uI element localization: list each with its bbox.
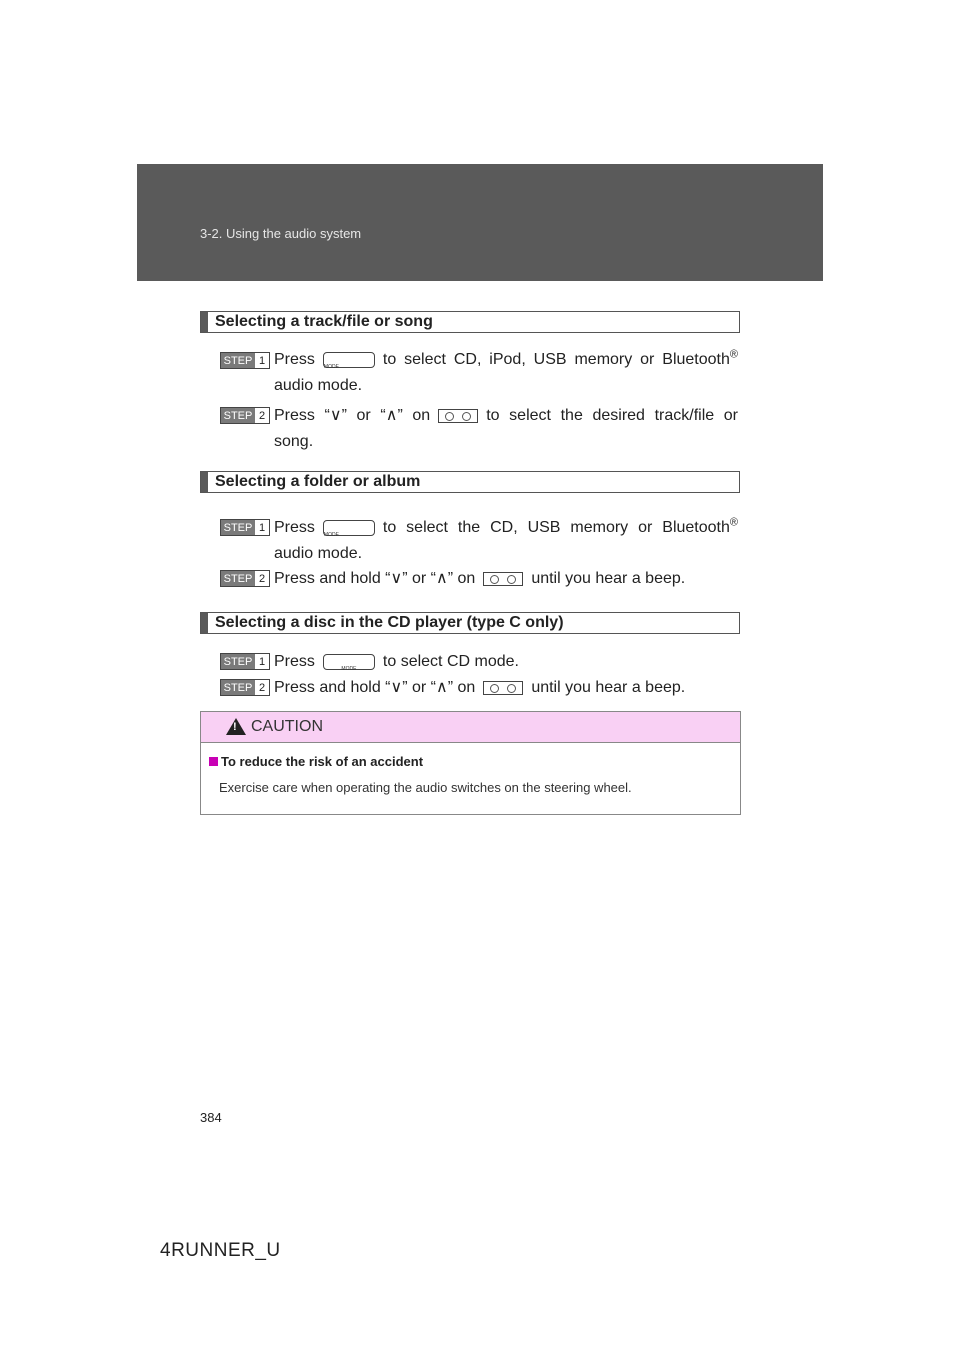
header-band — [137, 164, 823, 281]
page-number: 384 — [200, 1110, 222, 1125]
caution-label: CAUTION — [251, 718, 323, 735]
caution-box: CAUTION — [200, 711, 741, 815]
section-title-folder: Selecting a folder or album — [200, 471, 740, 493]
seek-switch-icon — [438, 408, 479, 423]
caution-item-title: To reduce the risk of an accident — [209, 754, 423, 769]
step-instruction: Pressto select CD mode. — [274, 649, 738, 682]
warning-icon — [226, 718, 246, 735]
section-title-bar — [201, 312, 208, 332]
chapter-heading: 3-2. Using the audio system — [200, 226, 362, 241]
bullet-square-icon — [209, 757, 218, 766]
step-instruction: Pressto select CD, iPod, USB memory or B… — [274, 347, 738, 399]
section-title-track: Selecting a track/file or song — [200, 311, 740, 333]
section-title-disc: Selecting a disc in the CD player (type … — [200, 612, 740, 634]
caution-header: CAUTION — [201, 712, 740, 743]
section-title-bar — [201, 472, 208, 492]
seek-switch-icon — [483, 680, 524, 695]
mode-button-icon — [322, 351, 375, 380]
footer-code: 4RUNNER_U — [160, 1240, 281, 1261]
step-instruction: Pressto select the CD, USB memory or Blu… — [274, 515, 738, 567]
section-title-bar — [201, 613, 208, 633]
caution-item-body: Exercise care when operating the audio s… — [219, 780, 632, 795]
mode-button-icon — [322, 519, 375, 548]
mode-button-icon — [322, 653, 375, 682]
seek-switch-icon — [483, 571, 524, 586]
